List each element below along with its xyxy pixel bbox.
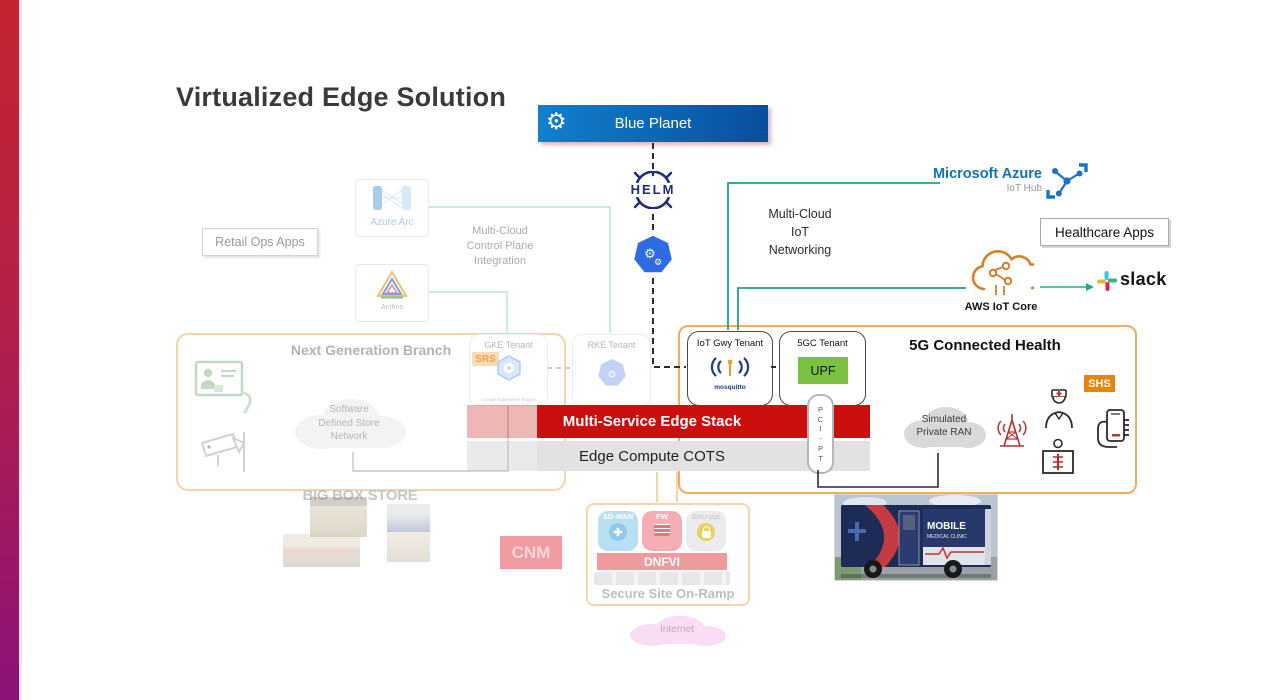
aws-to-slack-arrowhead [1086, 283, 1094, 291]
azure-arc-card: Azure Arc [355, 179, 429, 237]
anthos-icon [376, 270, 408, 299]
big-box-store-label: BIG BOX STORE [302, 487, 418, 504]
anthos-to-gke-line [427, 291, 508, 333]
srs-badge: SRS [472, 352, 499, 366]
kubernetes-icon: ⚙ ⚙ [632, 234, 674, 274]
rke-heptagon-icon: ⚙ [597, 357, 627, 387]
secure-site-onramp-title: Secure Site On-Ramp [601, 586, 735, 601]
clinic-text-line1: MOBILE [927, 521, 966, 532]
phone-in-hand-icon [1097, 409, 1129, 448]
sdsn-label: Software Defined Store Network [318, 404, 380, 442]
anthos-label: Anthos [381, 304, 403, 311]
helm-wheel-bottom-icon [633, 197, 673, 210]
gke-tenant-title: GKE Tenant [484, 340, 533, 350]
shs-badge: SHS [1084, 375, 1115, 392]
retail-ops-apps-label: Retail Ops Apps [215, 235, 305, 249]
simulated-private-ran-cloud: Simulated Private RAN [896, 399, 992, 455]
dnfvi-bar: DNFVI [597, 553, 727, 570]
azure-arc-label: Azure Arc [370, 217, 414, 228]
clinic-text-line2: MEDICAL CLINIC [927, 534, 967, 540]
iot-gwy-tenant-card: IoT Gwy Tenant mosquitto [687, 331, 773, 406]
blue-planet-banner: ⚙ Blue Planet [538, 105, 768, 142]
azure-subtitle: IoT Hub [1006, 182, 1042, 194]
azure-title: Microsoft Azure [932, 166, 1042, 182]
mosquitto-icon [710, 357, 750, 377]
firewall-tile: FW [642, 511, 682, 551]
cnm-box: CNM [500, 536, 562, 569]
internet-cloud: Internet [622, 613, 732, 649]
retail-kiosk-icon [194, 360, 252, 414]
ran-label: Simulated Private RAN [916, 414, 972, 438]
firewall-label: FW [656, 512, 668, 521]
svg-text:⚙: ⚙ [654, 257, 662, 267]
internet-cloud-shape [630, 616, 726, 646]
ran-cloud-shape [904, 407, 986, 448]
gear-icon: ⚙ [546, 108, 567, 134]
aws-to-iotgwy-line [737, 287, 966, 330]
mobile-medical-clinic-photo: MOBILE MEDICAL CLINIC [835, 495, 997, 580]
helm-label: HELM [630, 182, 676, 197]
iot-gwy-tenant-title: IoT Gwy Tenant [696, 338, 764, 349]
rke-tenant-card: RKE Tenant ⚙ [572, 334, 651, 406]
server-strip [594, 572, 730, 585]
store-photo-lowes [387, 504, 430, 562]
svg-text:⚙: ⚙ [644, 246, 656, 261]
edge-stack-bar-faded [467, 405, 537, 438]
slack-label: slack [1120, 269, 1167, 289]
cots-bar-faded [467, 441, 537, 471]
gke-hexagon-icon [497, 355, 521, 381]
brand-gradient-bar [0, 0, 22, 700]
nurse-icon [1045, 389, 1073, 429]
helm-logo: HELM [623, 171, 683, 213]
control-plane-note: Multi-Cloud Control Plane Integration [466, 225, 534, 267]
azure-iot-hub-icon [1046, 163, 1088, 199]
rke-tenant-title: RKE Tenant [587, 340, 636, 350]
healthcare-apps-label: Healthcare Apps [1054, 224, 1155, 240]
next-generation-branch-title: Next Generation Branch [290, 342, 452, 358]
5g-connected-health-title: 5G Connected Health [909, 337, 1061, 354]
encrypt-tile: Encrypt [686, 511, 726, 551]
gke-tenant-card: GKE Tenant SRS Google Kubernetes Engine [469, 334, 548, 406]
5gc-tenant-title: 5GC Tenant [797, 338, 848, 349]
gke-caption: Google Kubernetes Engine [481, 397, 536, 402]
edge-compute-cots-label: Edge Compute COTS [579, 447, 725, 465]
multi-service-edge-stack-label: Multi-Service Edge Stack [562, 413, 742, 430]
page-title: Virtualized Edge Solution [176, 82, 507, 112]
upf-box: UPF [798, 357, 848, 384]
firewall-icon [654, 524, 670, 537]
store-photo-menards [310, 497, 367, 537]
radio-tower-icon [997, 414, 1027, 447]
encrypt-label: Encrypt [692, 512, 720, 521]
anthos-card: Anthos [355, 264, 429, 322]
pci-pt-capsule: P C I - P T [807, 394, 834, 474]
helm-wheel-top-icon [633, 171, 673, 183]
sdsn-cloud-shape [295, 399, 406, 449]
svg-text:⚙: ⚙ [607, 369, 616, 380]
encrypt-lock-icon [697, 523, 715, 542]
slack-icon [1097, 271, 1117, 291]
mosquitto-label: mosquitto [714, 384, 746, 391]
healthcare-apps-box: Healthcare Apps [1040, 218, 1169, 246]
cnm-label: CNM [511, 542, 551, 562]
secure-site-onramp-box: SD-WAN ✚ FW Encrypt DNFVI Secure Site On… [586, 503, 750, 606]
multicloud-iot-networking-note: Multi-Cloud IoT Networking [768, 207, 832, 258]
microsoft-azure-label: Microsoft Azure IoT Hub [928, 166, 1042, 194]
store-photo-front [283, 534, 360, 567]
security-camera-icon [200, 432, 246, 472]
aws-iot-core-label: AWS IoT Core [964, 301, 1038, 313]
sdsn-cloud: Software Defined Store Network [283, 390, 415, 456]
patient-monitor-icon [1042, 438, 1074, 474]
internet-label: Internet [660, 624, 694, 635]
retail-ops-apps-box: Retail Ops Apps [202, 228, 318, 256]
sdwan-router-icon: ✚ [609, 523, 627, 542]
sdwan-tile: SD-WAN ✚ [598, 511, 638, 551]
azure-arc-icon [373, 186, 411, 210]
sdwan-label: SD-WAN [602, 512, 634, 521]
blue-planet-label: Blue Planet [614, 115, 692, 132]
aws-iot-core-icon [971, 250, 1034, 295]
5gc-tenant-card: 5GC Tenant UPF [779, 331, 866, 406]
